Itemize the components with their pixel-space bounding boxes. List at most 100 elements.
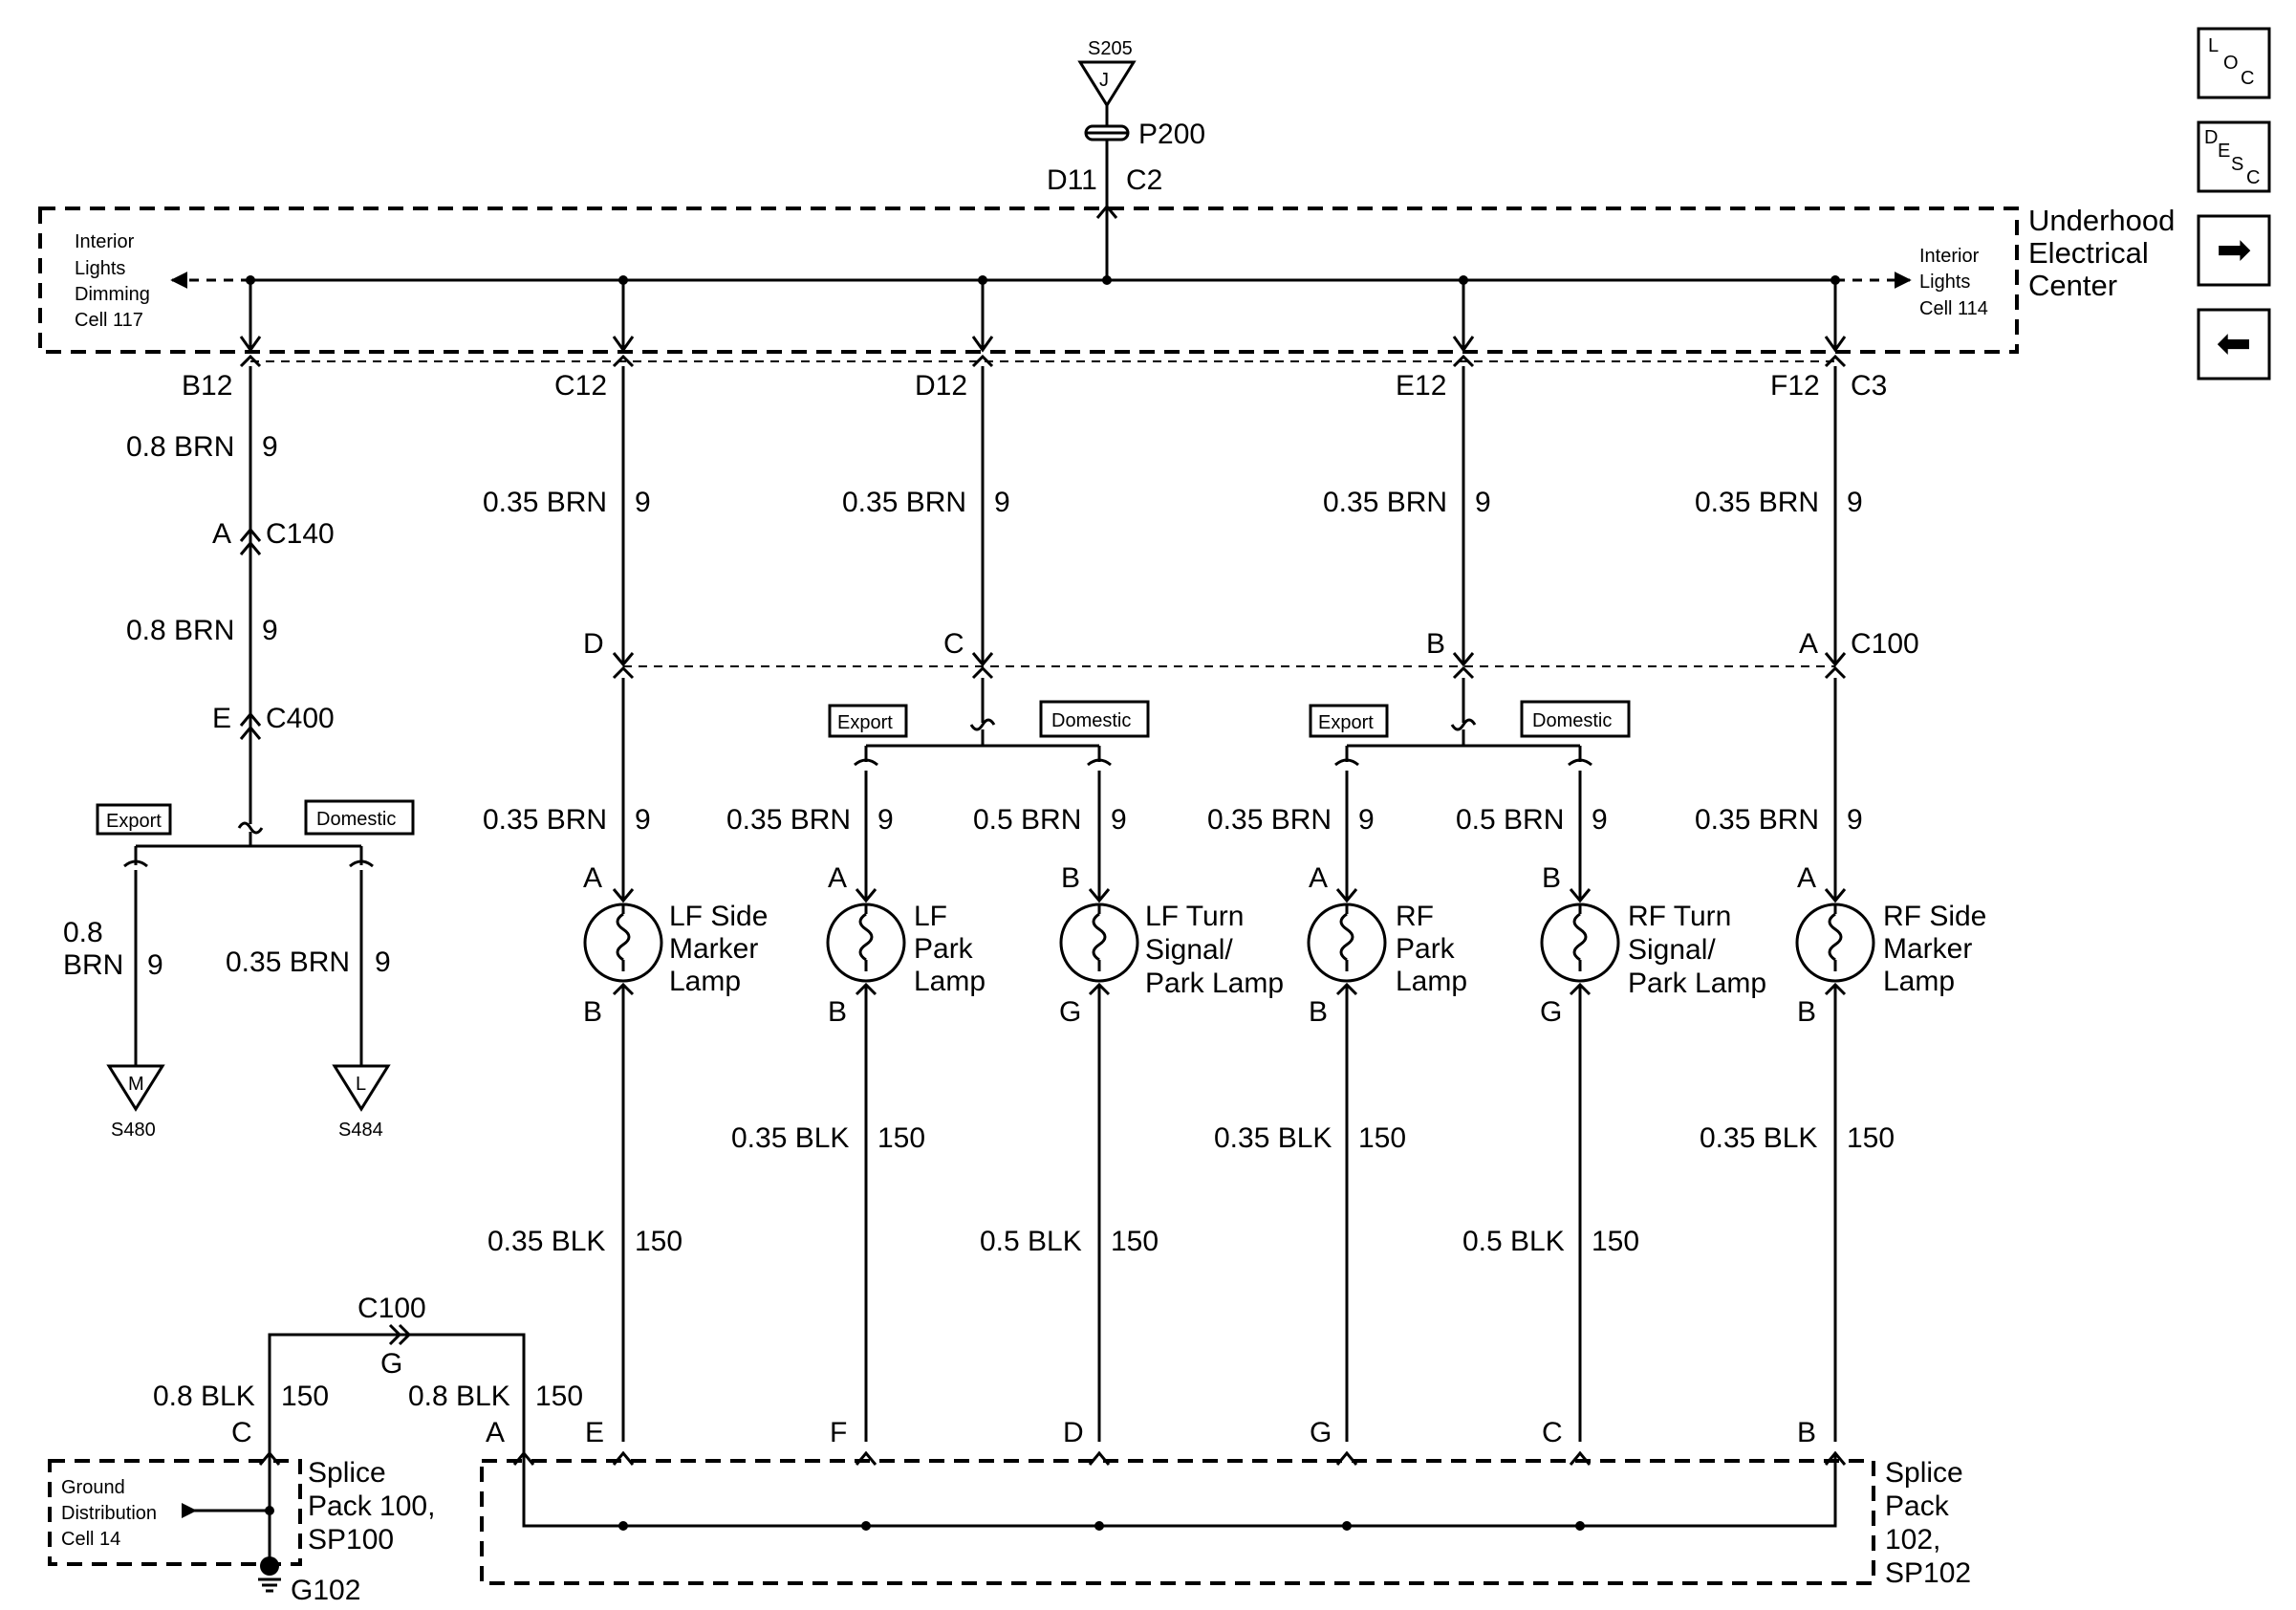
svg-text:Lamp: Lamp xyxy=(914,966,986,997)
svg-text:A: A xyxy=(1309,862,1328,894)
svg-text:9: 9 xyxy=(262,615,278,646)
pin-c12: C12 xyxy=(554,370,607,402)
arrow-left-icon: ⬅ xyxy=(2217,320,2252,367)
desc-button[interactable]: D E S C xyxy=(2197,120,2271,193)
svg-text:9: 9 xyxy=(1847,487,1863,518)
svg-text:Domestic: Domestic xyxy=(1532,710,1612,731)
svg-text:0.5 BRN: 0.5 BRN xyxy=(1456,804,1564,836)
svg-text:RF Turn: RF Turn xyxy=(1628,901,1731,932)
svg-text:Interior: Interior xyxy=(75,231,135,252)
svg-text:0.5 BLK: 0.5 BLK xyxy=(980,1226,1082,1257)
svg-text:C: C xyxy=(1542,1417,1563,1448)
splice-s205-triangle xyxy=(1077,60,1137,108)
svg-text:0.8 BRN: 0.8 BRN xyxy=(126,431,234,463)
sp102-dots xyxy=(618,1521,1585,1531)
sp102-label-2: Pack xyxy=(1885,1490,1950,1522)
sp100-label-1: Splice xyxy=(308,1457,386,1489)
svg-text:B: B xyxy=(1542,862,1561,894)
svg-text:Lamp: Lamp xyxy=(1396,966,1467,997)
svg-text:D: D xyxy=(583,628,604,660)
connector-p200-label: P200 xyxy=(1138,119,1205,150)
svg-text:0.35 BLK: 0.35 BLK xyxy=(1214,1122,1332,1154)
ground-path: C100 G 0.8 BLK 150 0.8 BLK 150 C A xyxy=(153,1293,583,1453)
svg-text:0.35 BLK: 0.35 BLK xyxy=(1700,1122,1817,1154)
svg-text:Export: Export xyxy=(837,712,893,733)
uec-entry-terminal xyxy=(1095,204,1118,219)
svg-text:Park: Park xyxy=(1396,933,1456,965)
next-page-button[interactable]: ➡ xyxy=(2197,214,2271,287)
splice-s205-letter: J xyxy=(1099,70,1109,91)
svg-text:A: A xyxy=(583,862,602,894)
sp100-label-2: Pack 100, xyxy=(308,1490,435,1522)
svg-text:9: 9 xyxy=(635,804,651,836)
pin-c3: C3 xyxy=(1851,370,1887,402)
svg-text:A: A xyxy=(1799,628,1818,660)
svg-text:B: B xyxy=(1797,1417,1816,1448)
uec-drops xyxy=(239,280,1847,353)
svg-text:9: 9 xyxy=(635,487,651,518)
svg-text:150: 150 xyxy=(1847,1122,1895,1154)
svg-text:Interior: Interior xyxy=(1919,246,1980,267)
svg-text:0.8 BRN: 0.8 BRN xyxy=(126,615,234,646)
ref-ground-distribution[interactable]: Ground Distribution Cell 14 xyxy=(61,1477,157,1550)
svg-text:9: 9 xyxy=(147,949,163,981)
svg-text:D: D xyxy=(2204,127,2218,148)
svg-text:Marker: Marker xyxy=(1883,933,1972,965)
svg-text:9: 9 xyxy=(877,804,894,836)
svg-text:9: 9 xyxy=(1847,804,1863,836)
svg-text:Cell 117: Cell 117 xyxy=(75,310,143,331)
svg-text:0.35 BRN: 0.35 BRN xyxy=(226,946,350,978)
svg-text:150: 150 xyxy=(1111,1226,1159,1257)
svg-text:LF: LF xyxy=(914,901,947,932)
svg-text:B: B xyxy=(1061,862,1080,894)
svg-text:0.35 BRN: 0.35 BRN xyxy=(726,804,851,836)
svg-text:E: E xyxy=(212,703,231,734)
svg-text:Marker: Marker xyxy=(669,933,758,965)
svg-text:0.35 BRN: 0.35 BRN xyxy=(483,804,607,836)
svg-text:Export: Export xyxy=(1318,712,1374,733)
svg-text:A: A xyxy=(212,518,231,550)
ground-g102-dot xyxy=(260,1556,279,1576)
svg-text:Lights: Lights xyxy=(75,258,125,279)
ground-g102-label: G102 xyxy=(291,1575,360,1606)
arrow-right-icon: ➡ xyxy=(2217,227,2252,273)
svg-text:O: O xyxy=(2223,53,2239,74)
svg-text:C140: C140 xyxy=(266,518,335,550)
svg-text:0.5 BRN: 0.5 BRN xyxy=(973,804,1081,836)
uec-title-2: Electrical xyxy=(2028,236,2149,270)
svg-text:150: 150 xyxy=(877,1122,925,1154)
splice-s205-label: S205 xyxy=(1088,38,1133,59)
svg-text:Signal/: Signal/ xyxy=(1145,934,1233,966)
svg-text:0.35 BRN: 0.35 BRN xyxy=(1323,487,1447,518)
loc-button[interactable]: L O C xyxy=(2197,27,2271,99)
pin-c2: C2 xyxy=(1126,164,1162,196)
svg-text:Dimming: Dimming xyxy=(75,284,150,305)
ref-interior-lights[interactable]: Interior Lights Cell 114 xyxy=(1919,246,1988,319)
svg-text:0.35 BRN: 0.35 BRN xyxy=(1695,804,1819,836)
svg-text:LF Side: LF Side xyxy=(669,901,768,932)
ref-interior-lights-dimming[interactable]: Interior Lights Dimming Cell 117 xyxy=(75,231,150,331)
pin-d12: D12 xyxy=(915,370,967,402)
svg-text:0.35 BRN: 0.35 BRN xyxy=(483,487,607,518)
svg-text:Park Lamp: Park Lamp xyxy=(1628,968,1766,999)
sp100-ref-arrow xyxy=(182,1503,197,1518)
svg-text:Domestic: Domestic xyxy=(1051,710,1131,731)
prev-page-button[interactable]: ⬅ xyxy=(2197,308,2271,381)
svg-text:G: G xyxy=(380,1348,402,1380)
sp102-terminals xyxy=(512,1450,1847,1466)
svg-text:150: 150 xyxy=(281,1381,329,1412)
svg-text:0.35 BRN: 0.35 BRN xyxy=(1207,804,1332,836)
svg-text:G: G xyxy=(1310,1417,1332,1448)
svg-text:BRN: BRN xyxy=(63,949,123,981)
sp102-label-4: SP102 xyxy=(1885,1557,1971,1589)
svg-text:9: 9 xyxy=(1592,804,1608,836)
option-split-lf: Export Domestic xyxy=(828,678,1150,767)
svg-text:RF: RF xyxy=(1396,901,1434,932)
svg-text:G: G xyxy=(1540,996,1562,1028)
svg-text:RF Side: RF Side xyxy=(1883,901,1986,932)
svg-text:B: B xyxy=(1309,996,1328,1028)
svg-text:A: A xyxy=(1797,862,1816,894)
